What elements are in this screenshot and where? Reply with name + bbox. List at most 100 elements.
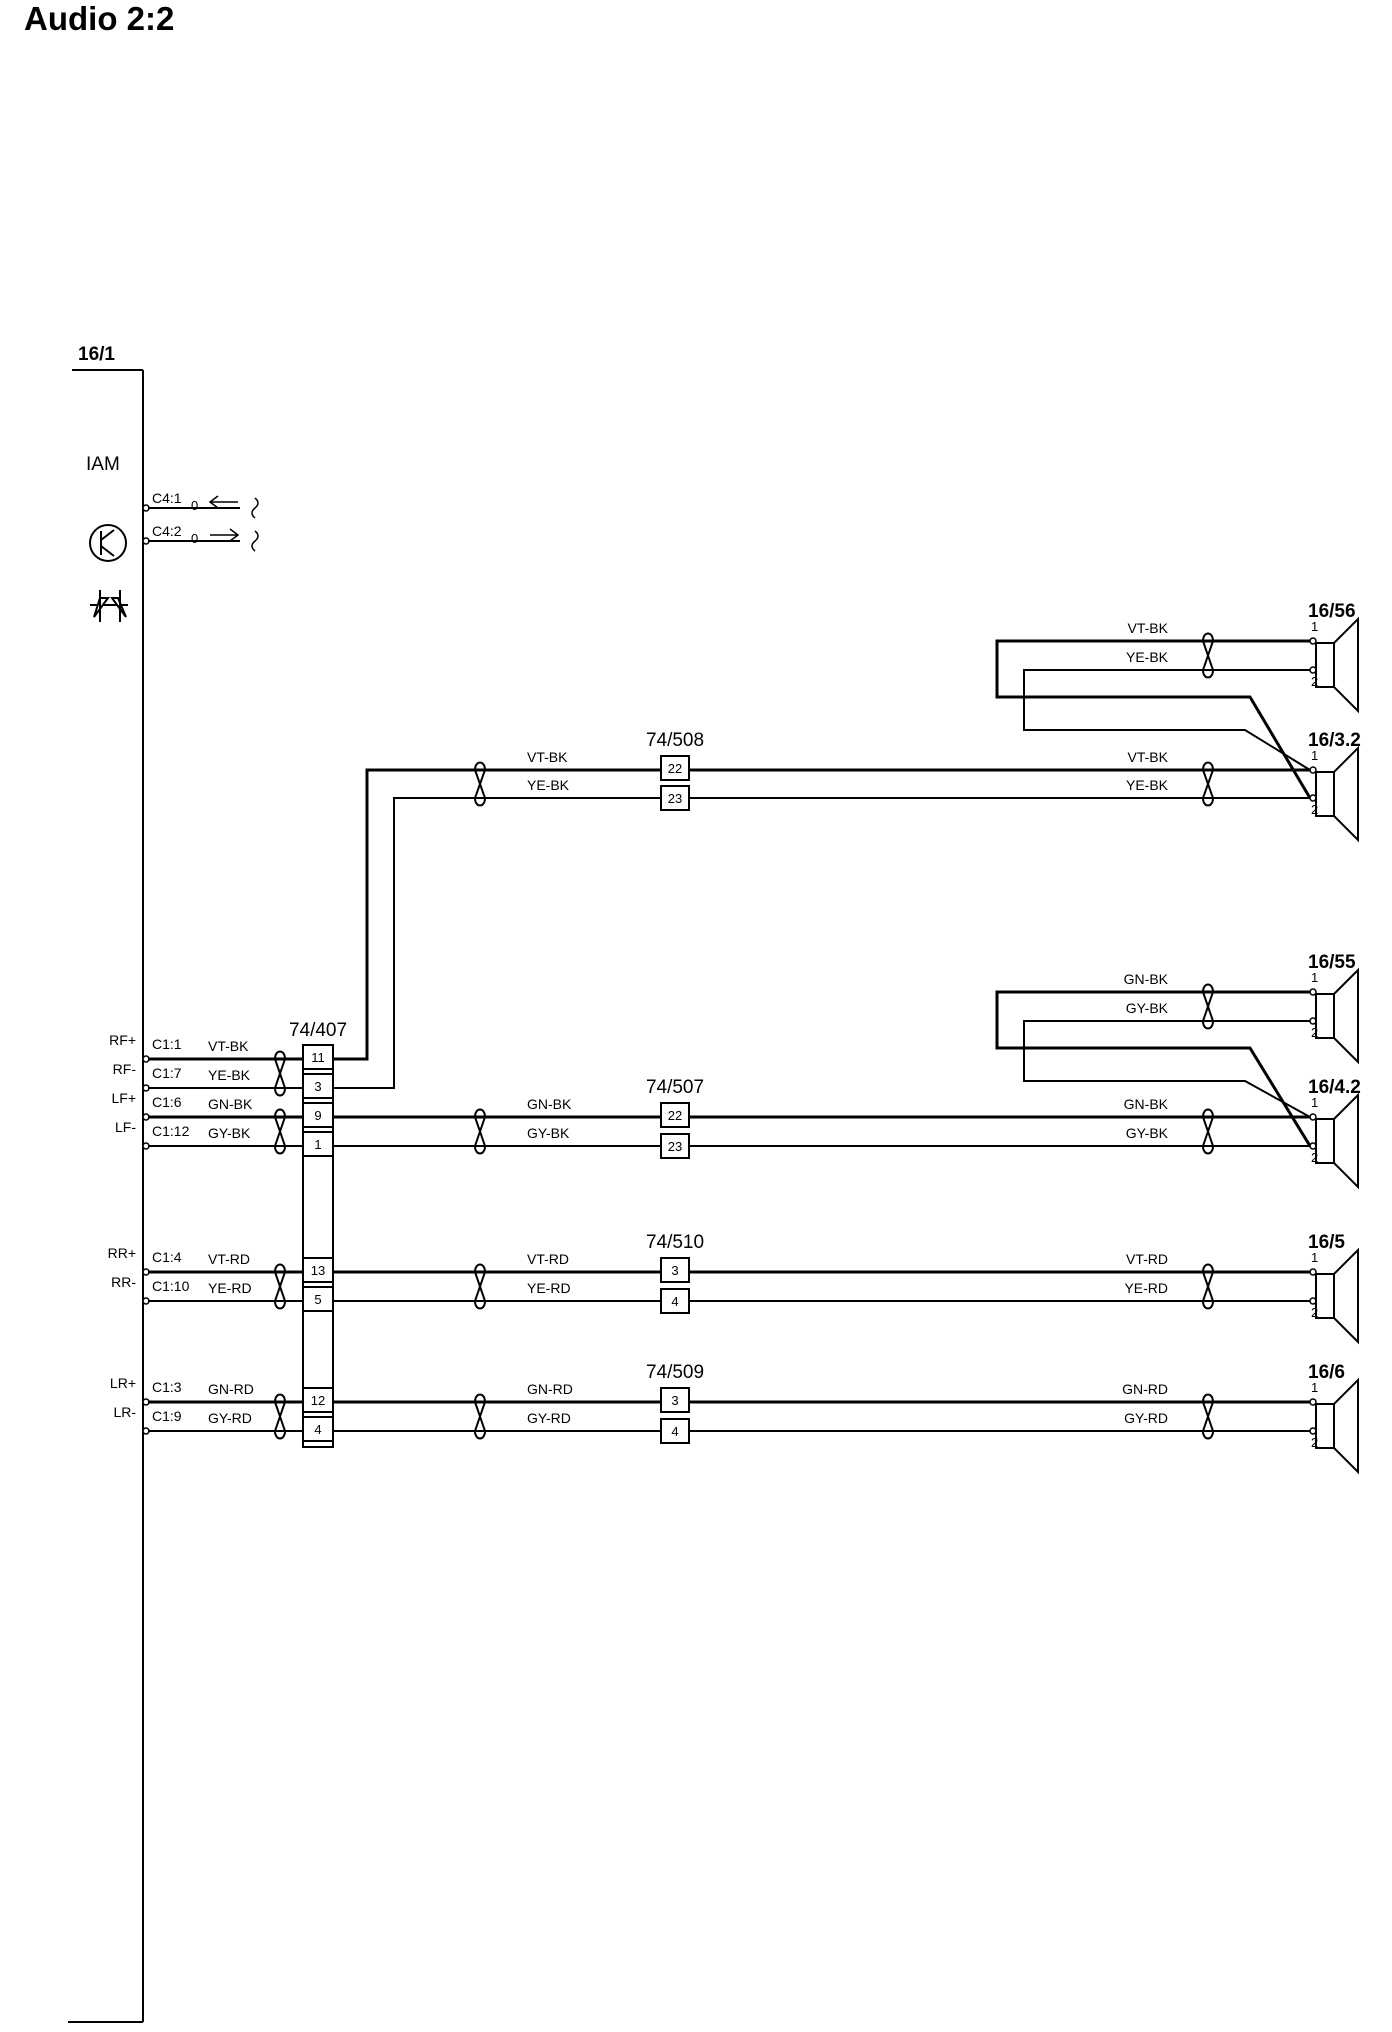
twist-path bbox=[473, 1263, 487, 1310]
speaker-cone bbox=[1333, 1247, 1359, 1345]
connector-pin-number: 22 bbox=[668, 761, 682, 776]
wire-color-label: GY-BK bbox=[1126, 1000, 1169, 1016]
arrow-icon bbox=[210, 528, 240, 542]
wire-color-label: YE-BK bbox=[1126, 649, 1169, 665]
module-pin-label: C1:12 bbox=[152, 1123, 190, 1139]
module-pin-label: C1:9 bbox=[152, 1408, 182, 1424]
speaker-loop-wire bbox=[995, 990, 1312, 1147]
connector-pin-number: 11 bbox=[311, 1050, 325, 1065]
connector-pin bbox=[660, 1102, 690, 1128]
connector-pin bbox=[302, 1387, 334, 1413]
wire-color-label: VT-BK bbox=[208, 1038, 249, 1054]
connector-pin bbox=[302, 1286, 334, 1312]
connector-pin-number: 3 bbox=[314, 1079, 321, 1094]
speaker-pin: 2 bbox=[1311, 802, 1318, 817]
connector-pin-number: 23 bbox=[668, 791, 682, 806]
connector-id: 74/508 bbox=[646, 730, 704, 751]
wire-rf-minus bbox=[333, 797, 661, 1089]
module-pin-label: C4:2 bbox=[152, 523, 182, 539]
connector-pin bbox=[302, 1416, 334, 1442]
twist-path bbox=[1201, 1108, 1215, 1155]
break-mark bbox=[251, 530, 259, 552]
twisted-pair-icon bbox=[1201, 1393, 1215, 1440]
speaker-loop-wire bbox=[995, 639, 1312, 799]
connector-pin-number: 23 bbox=[668, 1139, 682, 1154]
wire-color-label: GY-BK bbox=[208, 1125, 251, 1141]
wire-color-label: VT-RD bbox=[208, 1251, 250, 1267]
twist-path bbox=[1201, 632, 1215, 679]
speaker-id: 16/4.2 bbox=[1308, 1077, 1361, 1098]
connector-pin-number: 5 bbox=[314, 1292, 321, 1307]
speaker-pin: 2 bbox=[1311, 1150, 1318, 1165]
speaker-id: 16/5 bbox=[1308, 1232, 1345, 1253]
connector-id: 74/407 bbox=[289, 1020, 347, 1041]
arrow-icon bbox=[208, 495, 238, 509]
speaker-cone bbox=[1333, 745, 1359, 843]
speaker-magnet bbox=[1315, 993, 1335, 1039]
wire-color-label: YE-BK bbox=[527, 777, 570, 793]
signal-label: LF+ bbox=[111, 1090, 136, 1106]
twist-path bbox=[273, 1263, 287, 1310]
diode-icon bbox=[90, 590, 128, 622]
module-pin-label: C1:7 bbox=[152, 1065, 182, 1081]
speaker-cone bbox=[1333, 616, 1359, 714]
speaker-pin: 1 bbox=[1311, 619, 1318, 634]
speaker-pin: 1 bbox=[1311, 1250, 1318, 1265]
twisted-pair-icon bbox=[473, 1108, 487, 1155]
speaker-magnet bbox=[1315, 1273, 1335, 1319]
speaker-icon bbox=[1315, 745, 1359, 843]
twist-path bbox=[1201, 983, 1215, 1030]
twisted-pair-icon bbox=[1201, 632, 1215, 679]
module-pin-label: C1:6 bbox=[152, 1094, 182, 1110]
speaker-loop-wire bbox=[1023, 1020, 1311, 1118]
wire-color-label: YE-BK bbox=[208, 1067, 251, 1083]
twist-path bbox=[273, 1050, 287, 1097]
speaker-pin: 1 bbox=[1311, 748, 1318, 763]
connector-pin bbox=[660, 755, 690, 781]
wire-color-label: GN-RD bbox=[527, 1381, 573, 1397]
connector-id: 74/510 bbox=[646, 1232, 704, 1253]
twisted-pair-icon bbox=[473, 761, 487, 807]
speaker-cone bbox=[1333, 1092, 1359, 1190]
twisted-pair-icon bbox=[473, 1263, 487, 1310]
connector-pin-number: 4 bbox=[314, 1422, 321, 1437]
connector-id: 74/507 bbox=[646, 1077, 704, 1098]
transistor-icon bbox=[89, 524, 127, 562]
speaker-pin: 1 bbox=[1311, 1380, 1318, 1395]
connector-pin-number: 4 bbox=[671, 1424, 678, 1439]
speaker-magnet bbox=[1315, 1403, 1335, 1449]
wire-color-label: YE-RD bbox=[527, 1280, 571, 1296]
arrow-head bbox=[208, 495, 219, 509]
connector-pin bbox=[302, 1131, 334, 1157]
wire-color-label: VT-RD bbox=[1126, 1251, 1168, 1267]
wire-color-label: GY-BK bbox=[1126, 1125, 1169, 1141]
module-pin-label: C1:10 bbox=[152, 1278, 190, 1294]
wire-color-label: GY-RD bbox=[1124, 1410, 1168, 1426]
speaker-id: 16/3.2 bbox=[1308, 730, 1361, 751]
signal-label: LF- bbox=[115, 1119, 136, 1135]
connector-pin-number: 13 bbox=[311, 1263, 325, 1278]
arrow-head bbox=[229, 528, 240, 542]
connector-id: 74/509 bbox=[646, 1362, 704, 1383]
connector-pin-number: 9 bbox=[314, 1108, 321, 1123]
connector-pin bbox=[660, 1133, 690, 1159]
speaker-cone bbox=[1333, 1377, 1359, 1475]
wire-color-label: GY-RD bbox=[527, 1410, 571, 1426]
wire-color-label: VT-RD bbox=[527, 1251, 569, 1267]
connector-pin bbox=[302, 1102, 334, 1128]
speaker-icon bbox=[1315, 1247, 1359, 1345]
speaker-loop-wire bbox=[1023, 669, 1311, 771]
signal-label: LR+ bbox=[110, 1375, 136, 1391]
connector-pin-number: 3 bbox=[671, 1393, 678, 1408]
twist-path bbox=[473, 1108, 487, 1155]
connector-pin bbox=[660, 1418, 690, 1444]
connector-pin-number: 22 bbox=[668, 1108, 682, 1123]
wire-color-label: GN-RD bbox=[208, 1381, 254, 1397]
wire-color-label: YE-RD bbox=[1124, 1280, 1168, 1296]
transistor-emitter bbox=[100, 545, 115, 557]
wire-color-label: GN-BK bbox=[1124, 1096, 1169, 1112]
wire-color-label: GN-BK bbox=[208, 1096, 253, 1112]
wire-color-label: GN-RD bbox=[1122, 1381, 1168, 1397]
speaker-icon bbox=[1315, 1092, 1359, 1190]
